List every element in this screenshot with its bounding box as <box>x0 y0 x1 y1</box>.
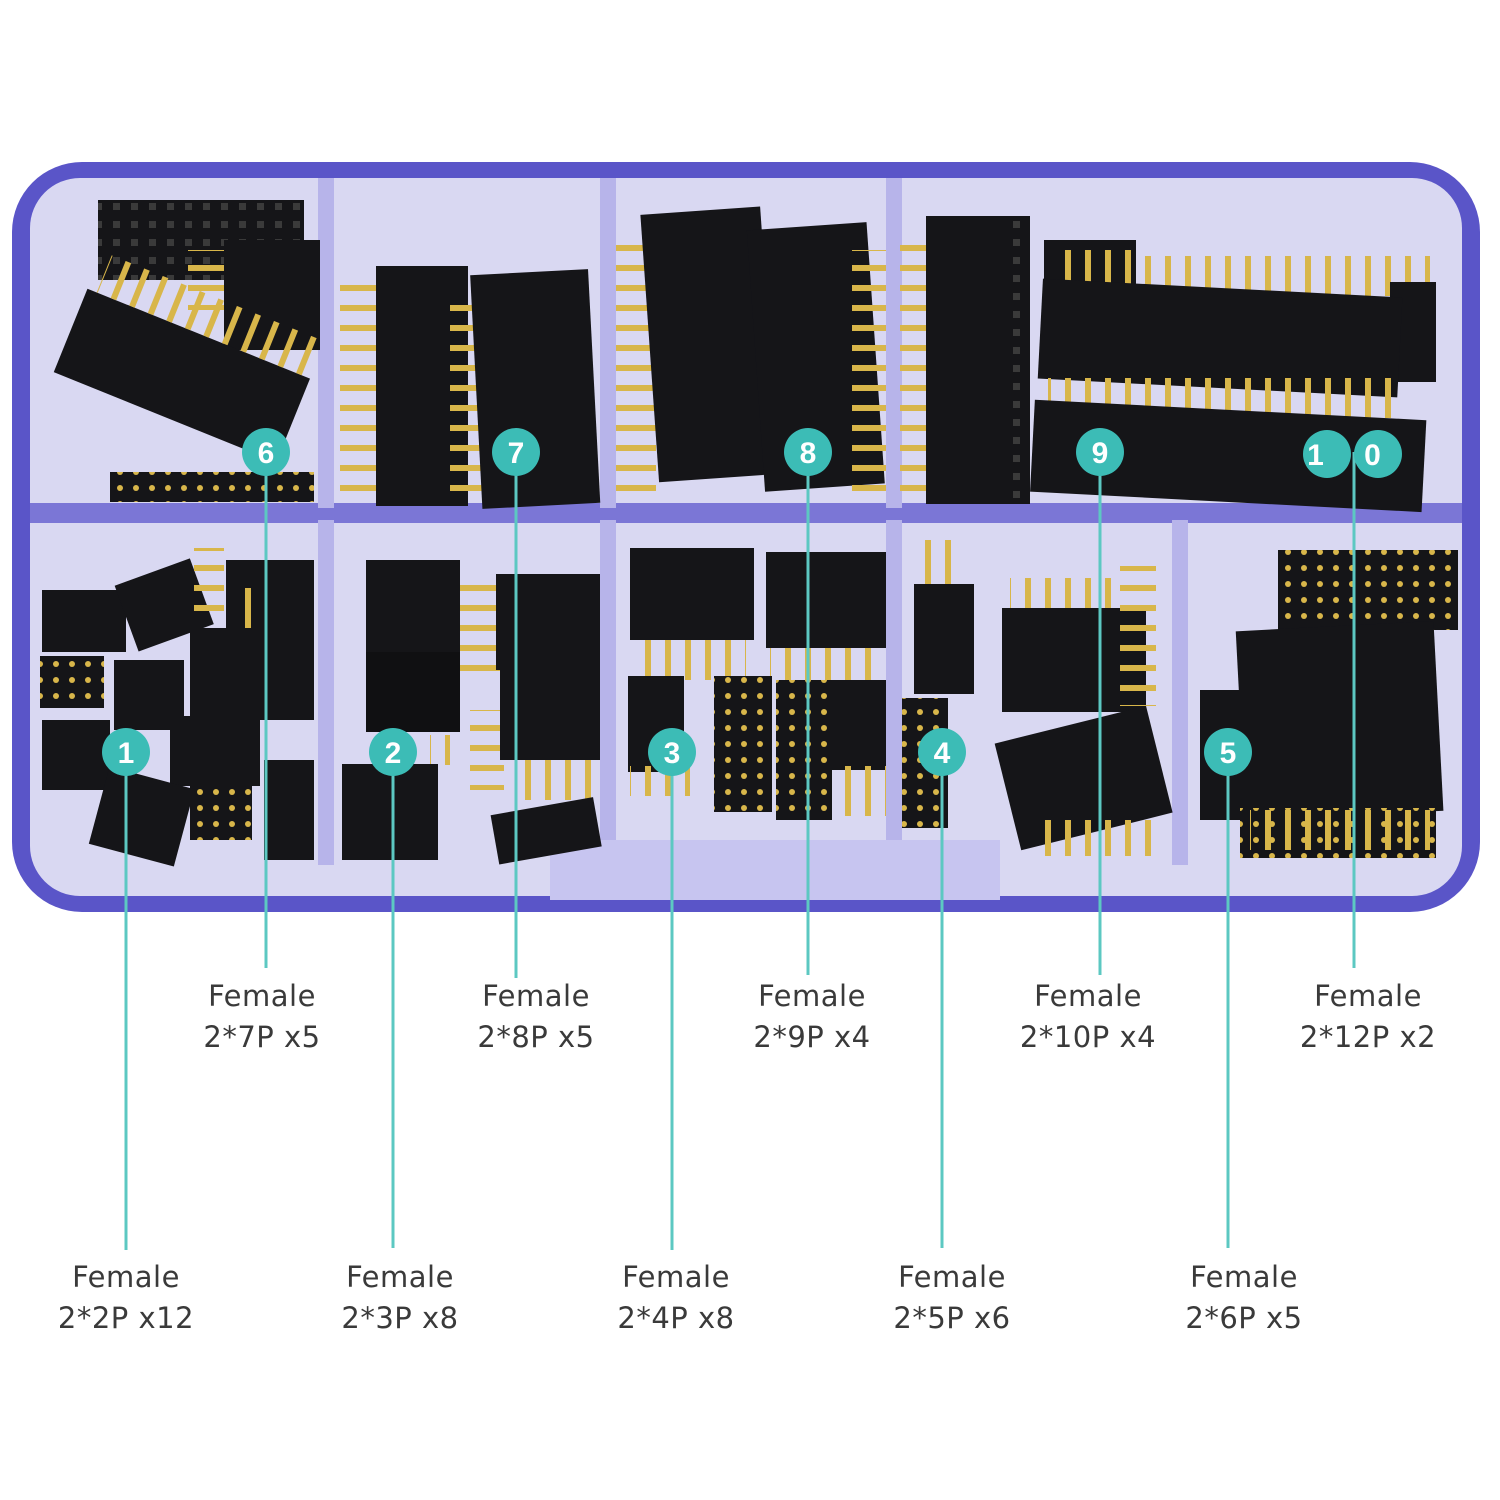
badge-6-text: 6 <box>258 437 275 470</box>
label-title: Female <box>1190 1260 1298 1294</box>
badge-2: 2 <box>369 728 417 776</box>
badge-3-text: 3 <box>664 737 681 770</box>
label-title: Female <box>1314 979 1422 1013</box>
label-spec: 2*2P x12 <box>57 1301 195 1335</box>
badge-9: 9 <box>1076 428 1124 476</box>
label-title: Female <box>622 1260 730 1294</box>
badge-6: 6 <box>242 428 290 476</box>
horizontal-divider <box>30 503 1462 523</box>
badge-8-text: 8 <box>800 437 817 470</box>
headers-compartment-6 <box>53 200 325 502</box>
label-spec: 2*12P x2 <box>1299 1020 1437 1054</box>
label-title: Female <box>758 979 866 1013</box>
number-badges: 1 2 3 4 5 6 7 8 9 1 0 <box>102 428 1402 776</box>
label-compartment-6: Female 2*7P x5 <box>152 976 372 1058</box>
divider <box>600 520 616 865</box>
label-compartment-3: Female 2*4P x8 <box>566 1257 786 1339</box>
label-spec: 2*5P x6 <box>893 1301 1011 1335</box>
badge-1-text: 1 <box>118 737 135 770</box>
label-spec: 2*9P x4 <box>753 1020 871 1054</box>
badge-7-text: 7 <box>508 437 525 470</box>
label-spec: 2*8P x5 <box>477 1020 595 1054</box>
headers-compartment-4 <box>902 540 1173 856</box>
headers-compartment-5 <box>1200 550 1458 858</box>
label-title: Female <box>898 1260 1006 1294</box>
divider <box>600 178 616 508</box>
label-spec: 2*3P x8 <box>341 1301 459 1335</box>
badge-4: 4 <box>918 728 966 776</box>
divider <box>1172 520 1188 865</box>
badge-1: 1 <box>102 728 150 776</box>
badge-3: 3 <box>648 728 696 776</box>
headers-compartment-10 <box>1030 240 1436 513</box>
headers-compartment-1 <box>40 548 314 867</box>
label-spec: 2*4P x8 <box>617 1301 735 1335</box>
divider <box>886 178 902 508</box>
label-title: Female <box>482 979 590 1013</box>
label-compartment-2: Female 2*3P x8 <box>290 1257 510 1339</box>
badge-4-text: 4 <box>934 737 951 770</box>
label-compartment-4: Female 2*5P x6 <box>842 1257 1062 1339</box>
label-compartment-7: Female 2*8P x5 <box>426 976 646 1058</box>
headers-compartment-8 <box>616 206 886 500</box>
badge-10: 1 0 <box>1303 430 1402 478</box>
headers-compartment-7 <box>340 266 601 509</box>
badge-9-text: 9 <box>1092 437 1109 470</box>
label-title: Female <box>346 1260 454 1294</box>
badge-5: 5 <box>1204 728 1252 776</box>
label-compartment-1: Female 2*2P x12 <box>16 1257 236 1339</box>
badge-8: 8 <box>784 428 832 476</box>
badge-5-text: 5 <box>1220 737 1237 770</box>
label-compartment-9: Female 2*10P x4 <box>978 976 1198 1058</box>
latch <box>550 840 1000 900</box>
label-spec: 2*6P x5 <box>1185 1301 1303 1335</box>
label-title: Female <box>72 1260 180 1294</box>
leader-lines <box>124 452 1356 1250</box>
badge-2-text: 2 <box>385 737 402 770</box>
divider <box>886 520 902 865</box>
divider <box>318 178 334 508</box>
label-spec: 2*10P x4 <box>1019 1020 1157 1054</box>
label-title: Female <box>208 979 316 1013</box>
label-title: Female <box>1034 979 1142 1013</box>
label-spec: 2*7P x5 <box>203 1020 321 1054</box>
badge-10-text: 1 0 <box>1307 439 1397 472</box>
divider <box>318 520 334 865</box>
label-compartment-5: Female 2*6P x5 <box>1134 1257 1354 1339</box>
badge-7: 7 <box>492 428 540 476</box>
headers-compartment-9 <box>900 216 1030 504</box>
label-compartment-8: Female 2*9P x4 <box>702 976 922 1058</box>
label-compartment-10: Female 2*12P x2 <box>1258 976 1478 1058</box>
